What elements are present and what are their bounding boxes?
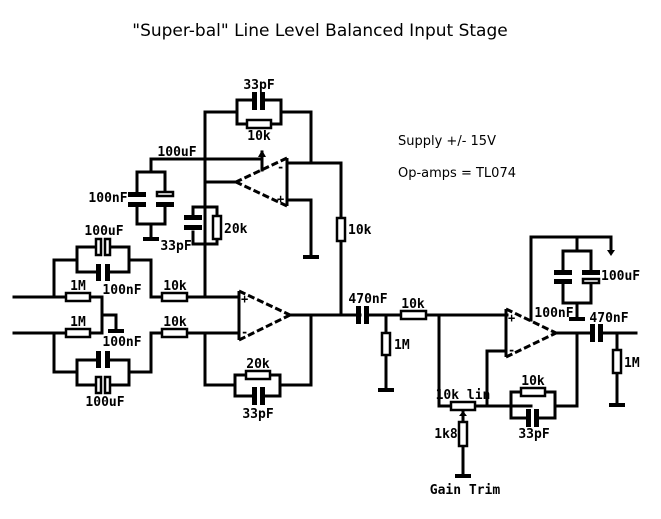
upper-opamp-wires xyxy=(135,98,343,317)
opamp-output-plus: + xyxy=(508,311,515,325)
label-gain-trim: Gain Trim xyxy=(430,483,501,498)
capacitor-33pf-output-feedback xyxy=(526,409,539,427)
capacitor-100nf-input-top xyxy=(96,264,110,281)
label-100uf-input-bottom: 100uF xyxy=(85,395,124,410)
opamp-main-plus: + xyxy=(241,292,248,306)
supply-note: Supply +/- 15V xyxy=(398,134,496,149)
resistor-1k8 xyxy=(457,420,469,448)
capacitor-33pf-bias xyxy=(184,215,202,230)
label-10k-lin: 10k lin xyxy=(436,388,491,403)
pot-wiper-arrow xyxy=(459,411,467,416)
ground-symbol-output-decoupling xyxy=(569,317,585,321)
output-stage-wires xyxy=(437,235,638,476)
resistor-10k-upper-feedback xyxy=(245,118,273,130)
opamp-main xyxy=(237,289,291,342)
resistor-1m-coupling xyxy=(380,331,392,357)
potentiometer-10k-lin[interactable] xyxy=(449,400,477,412)
resistor-20k-bias xyxy=(211,214,223,241)
capacitor-100nf-input-bottom xyxy=(96,351,110,368)
resistor-1m-output xyxy=(611,348,623,375)
opamp-upper-minus: - xyxy=(277,160,284,174)
label-1m-output: 1M xyxy=(624,356,640,371)
capacitor-100uf-supply-output xyxy=(581,270,601,285)
capacitor-470nf-output xyxy=(590,324,603,342)
diagram-title: "Super-bal" Line Level Balanced Input St… xyxy=(132,21,507,41)
ground-symbol-gain xyxy=(455,474,471,478)
capacitor-470nf-coupling xyxy=(356,306,369,324)
input-wires xyxy=(12,245,239,387)
resistor-10k-series-top xyxy=(160,291,189,303)
capacitor-100uf-supply-upper xyxy=(155,190,175,207)
label-100nf-input-top: 100nF xyxy=(102,283,141,298)
opamp-upper xyxy=(235,156,289,208)
resistor-10k-series-bottom xyxy=(160,327,189,339)
capacitor-100nf-supply-output xyxy=(554,270,572,284)
label-33pf-feedback: 33pF xyxy=(242,407,273,422)
label-100nf-supply-output: 100nF xyxy=(534,306,573,321)
label-1k8: 1k8 xyxy=(434,427,458,442)
resistor-1m-bottom xyxy=(64,327,92,339)
label-20k-bias: 20k xyxy=(224,222,248,237)
opamp-output xyxy=(504,307,557,359)
capacitor-33pf-feedback xyxy=(252,387,265,405)
label-100uf-supply-output: 100uF xyxy=(601,269,640,284)
label-10k-output-stage-input: 10k xyxy=(401,297,425,312)
main-opamp-wires xyxy=(203,242,362,398)
label-100uf-supply-upper: 100uF xyxy=(157,145,196,160)
label-100uf-input-top: 100uF xyxy=(84,224,123,239)
label-33pf-bias: 33pF xyxy=(160,239,191,254)
supply-arrow-upper xyxy=(258,150,266,157)
resistor-10k-output-feedback xyxy=(519,386,547,398)
ground-symbol-coupling xyxy=(378,388,394,392)
label-10k-upper-output: 10k xyxy=(348,223,372,238)
resistor-1m-top xyxy=(64,291,92,303)
resistor-20k-feedback xyxy=(244,369,272,381)
label-100nf-input-bottom: 100nF xyxy=(102,335,141,350)
opamp-upper-plus: + xyxy=(277,192,284,206)
ground-symbol-upper-plus xyxy=(303,255,319,259)
label-33pf-upper-feedback: 33pF xyxy=(243,78,274,93)
ground-symbol-upper-decoupling xyxy=(143,237,159,241)
opamp-output-minus: - xyxy=(508,343,515,357)
opamp-main-minus: - xyxy=(241,325,248,339)
label-10k-series-top: 10k xyxy=(163,279,187,294)
ground-symbol-input xyxy=(108,329,124,333)
label-33pf-output-feedback: 33pF xyxy=(518,427,549,442)
capacitor-100uf-input-bottom xyxy=(94,375,112,395)
label-1m-coupling: 1M xyxy=(394,338,410,353)
label-10k-series-bottom: 10k xyxy=(163,315,187,330)
supply-arrow-output xyxy=(607,250,615,256)
resistor-10k-upper-output xyxy=(335,216,347,243)
capacitor-100uf-input-top xyxy=(94,237,112,257)
label-470nf-output: 470nF xyxy=(589,311,628,326)
label-100nf-supply-upper: 100nF xyxy=(88,191,127,206)
capacitor-33pf-upper-feedback xyxy=(252,92,265,110)
label-1m-bottom: 1M xyxy=(70,315,86,330)
label-10k-upper-feedback: 10k xyxy=(247,129,271,144)
ground-symbol-output xyxy=(609,403,625,407)
label-470nf-coupling: 470nF xyxy=(348,292,387,307)
opamp-note: Op-amps = TL074 xyxy=(398,166,516,181)
label-1m-top: 1M xyxy=(70,279,86,294)
label-20k-feedback: 20k xyxy=(246,357,270,372)
resistor-10k-output-stage-input xyxy=(399,309,428,321)
capacitor-100nf-supply-upper xyxy=(128,192,146,207)
label-10k-output-feedback: 10k xyxy=(521,374,545,389)
